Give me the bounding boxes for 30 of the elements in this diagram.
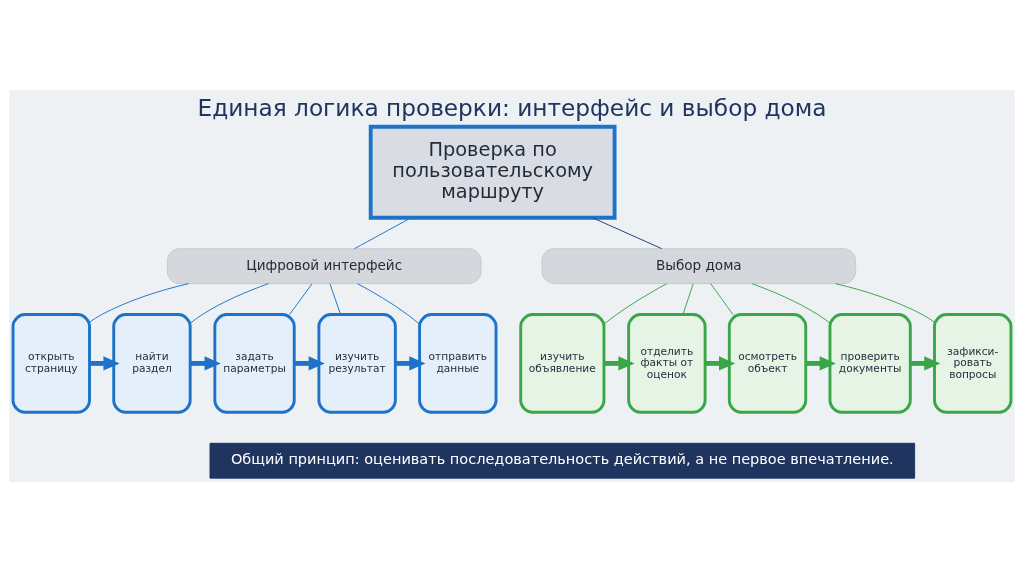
arrow [806,356,836,371]
node-box: найти раздел [112,313,192,414]
arrow [190,356,221,371]
node-box: Общий принцип: оценивать последовательность действий, а не первое впечатление. [209,442,916,479]
connector [289,283,313,315]
connector [329,283,342,315]
connector [189,283,270,324]
diagram-title: Единая логика проверки: интерфейс и выбор дома [197,94,827,122]
arrow [705,356,736,371]
node-box: изучить объявление [519,313,606,414]
connector [603,283,668,325]
connector [592,217,663,250]
node-box: открыть страницу [11,313,91,414]
connector [751,283,831,324]
node-box: Проверка по пользовательскому маршруту [368,124,617,220]
node-box: изучить результат [317,313,397,414]
node-box: отделить факты от оценок [627,313,707,414]
connector [710,283,734,315]
node-box: Выбор дома [541,248,857,285]
connector [834,283,935,323]
node-box: задать параметры [213,313,296,414]
connector [682,283,694,315]
connector [89,283,189,323]
node-box: Цифровой интерфейс [166,248,482,285]
connector [354,217,412,250]
node-box: отправить данные [418,313,498,414]
connector [356,283,420,325]
node-box: осмотреть объект [727,313,808,414]
node-box: зафикси- ровать вопросы [933,313,1013,414]
node-box: проверить документы [828,313,912,414]
